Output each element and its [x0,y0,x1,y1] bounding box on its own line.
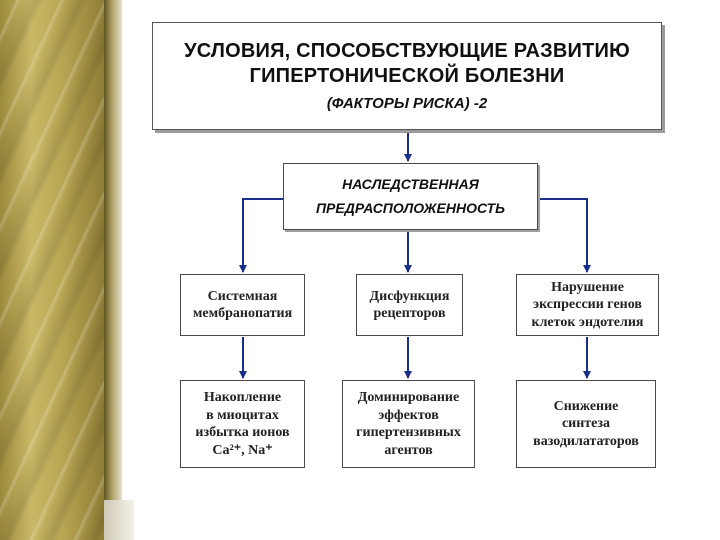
arrow-root-to-membranopathy [239,198,283,273]
title-line-2: ГИПЕРТОНИЧЕСКОЙ БОЛЕЗНИ [249,64,565,87]
node-text-line: Нарушение [551,279,624,295]
node-text-line: рецепторов [373,306,446,321]
node-text-line: избытка ионов [195,425,290,440]
decorative-band-corner [104,500,134,540]
node-text-line: Ca²⁺, Na⁺ [212,442,273,458]
node-text-line: Системная [207,288,278,304]
root-line-1: НАСЛЕДСТВЕННАЯ [342,175,479,192]
node-text-line: экспрессии генов [533,297,642,313]
node-receptor-dysfunction: Дисфункция рецепторов [356,274,463,336]
node-text-line: Дисфункция [369,288,450,304]
node-text-line: в миоцитах [206,407,279,423]
node-hypertensive-dominance: Доминирование эффектов гипертензивных аг… [342,380,475,468]
node-text-line: клеток эндотелия [531,314,644,330]
node-text-line: Доминирование [357,390,460,405]
node-text-line: вазодилататоров [533,433,639,449]
decorative-gold-band [0,0,104,540]
node-text-line: мембранопатия [192,306,293,321]
node-ion-accumulation: Накопление в миоцитах избытка ионов Ca²⁺… [180,380,305,468]
node-membranopathy: Системная мембранопатия [180,274,305,336]
title-subtitle: (ФАКТОРЫ РИСКА) -2 [326,94,488,112]
node-text-line: эффектов [378,407,439,423]
node-text-line: Снижение [553,398,619,414]
node-text-line: синтеза [561,416,611,432]
decorative-band-shadow [104,0,122,540]
diagram-title-box: УСЛОВИЯ, СПОСОБСТВУЮЩИЕ РАЗВИТИЮ ГИПЕРТО… [152,22,662,130]
root-node-heredity: НАСЛЕДСТВЕННАЯ ПРЕДРАСПОЛОЖЕННОСТЬ [283,163,538,230]
node-text-line: агентов [384,442,433,458]
node-text-line: гипертензивных [356,425,461,440]
root-line-2: ПРЕДРАСПОЛОЖЕННОСТЬ [315,199,506,216]
node-vasodilator-reduction: Снижение синтеза вазодилататоров [516,380,656,468]
node-text-line: Накопление [203,390,282,405]
title-line-1: УСЛОВИЯ, СПОСОБСТВУЮЩИЕ РАЗВИТИЮ [184,39,630,62]
node-gene-expression: Нарушение экспрессии генов клеток эндоте… [516,274,659,336]
arrow-root-to-gene-expression [538,198,591,273]
